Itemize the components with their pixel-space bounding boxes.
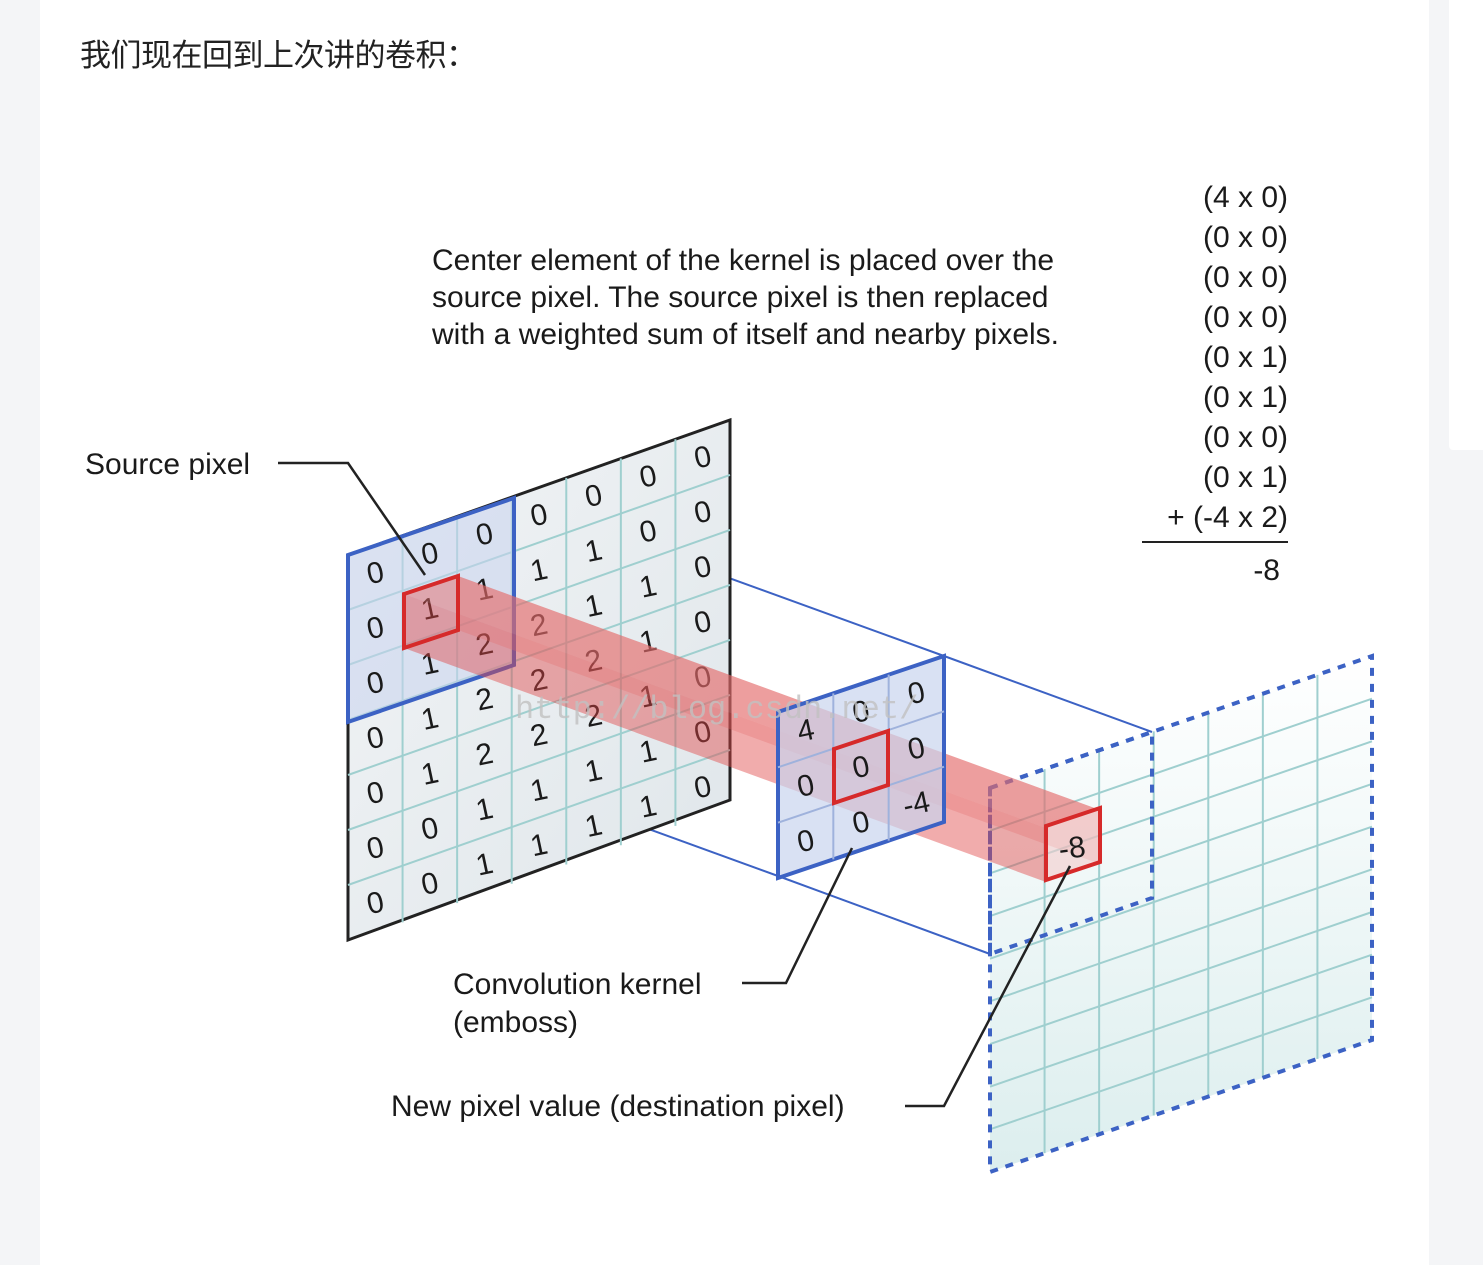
label-new-pixel-value: New pixel value (destination pixel) [391,1090,845,1123]
explanation-text: Center element of the kernel is placed o… [431,244,1059,351]
equation-term: (0 x 1) [1203,381,1288,414]
label-source-pixel: Source pixel [85,448,250,481]
equation-term: (0 x 0) [1203,421,1288,454]
equation-term: (4 x 0) [1203,181,1288,214]
destination-grid [990,656,1372,1172]
equation-term: + (-4 x 2) [1167,501,1288,534]
equation-term: (0 x 0) [1203,221,1288,254]
equation-term: (0 x 0) [1203,301,1288,334]
equation-column: -8 (4 x 0) (0 x 0) (0 x 0) (0 x 0) (0 x 1) (0… [1142,181,1288,587]
label-convolution-kernel: Convolution kernel [453,968,701,1001]
equation-term: (0 x 1) [1203,341,1288,374]
explanation-line-3: with a weighted sum of itself and nearby… [431,318,1059,351]
destination-value: -8 [1057,830,1088,866]
explanation-line-2: source pixel. The source pixel is then r… [432,281,1048,314]
equation-term: (0 x 0) [1203,261,1288,294]
explanation-line-1: Center element of the kernel is placed o… [432,244,1054,277]
equation-result: -8 [1253,554,1280,587]
label-kernel-type: (emboss) [453,1006,578,1039]
equation-term: (0 x 1) [1203,461,1288,494]
watermark-text: http://blog.csdn.net/ [515,691,918,728]
